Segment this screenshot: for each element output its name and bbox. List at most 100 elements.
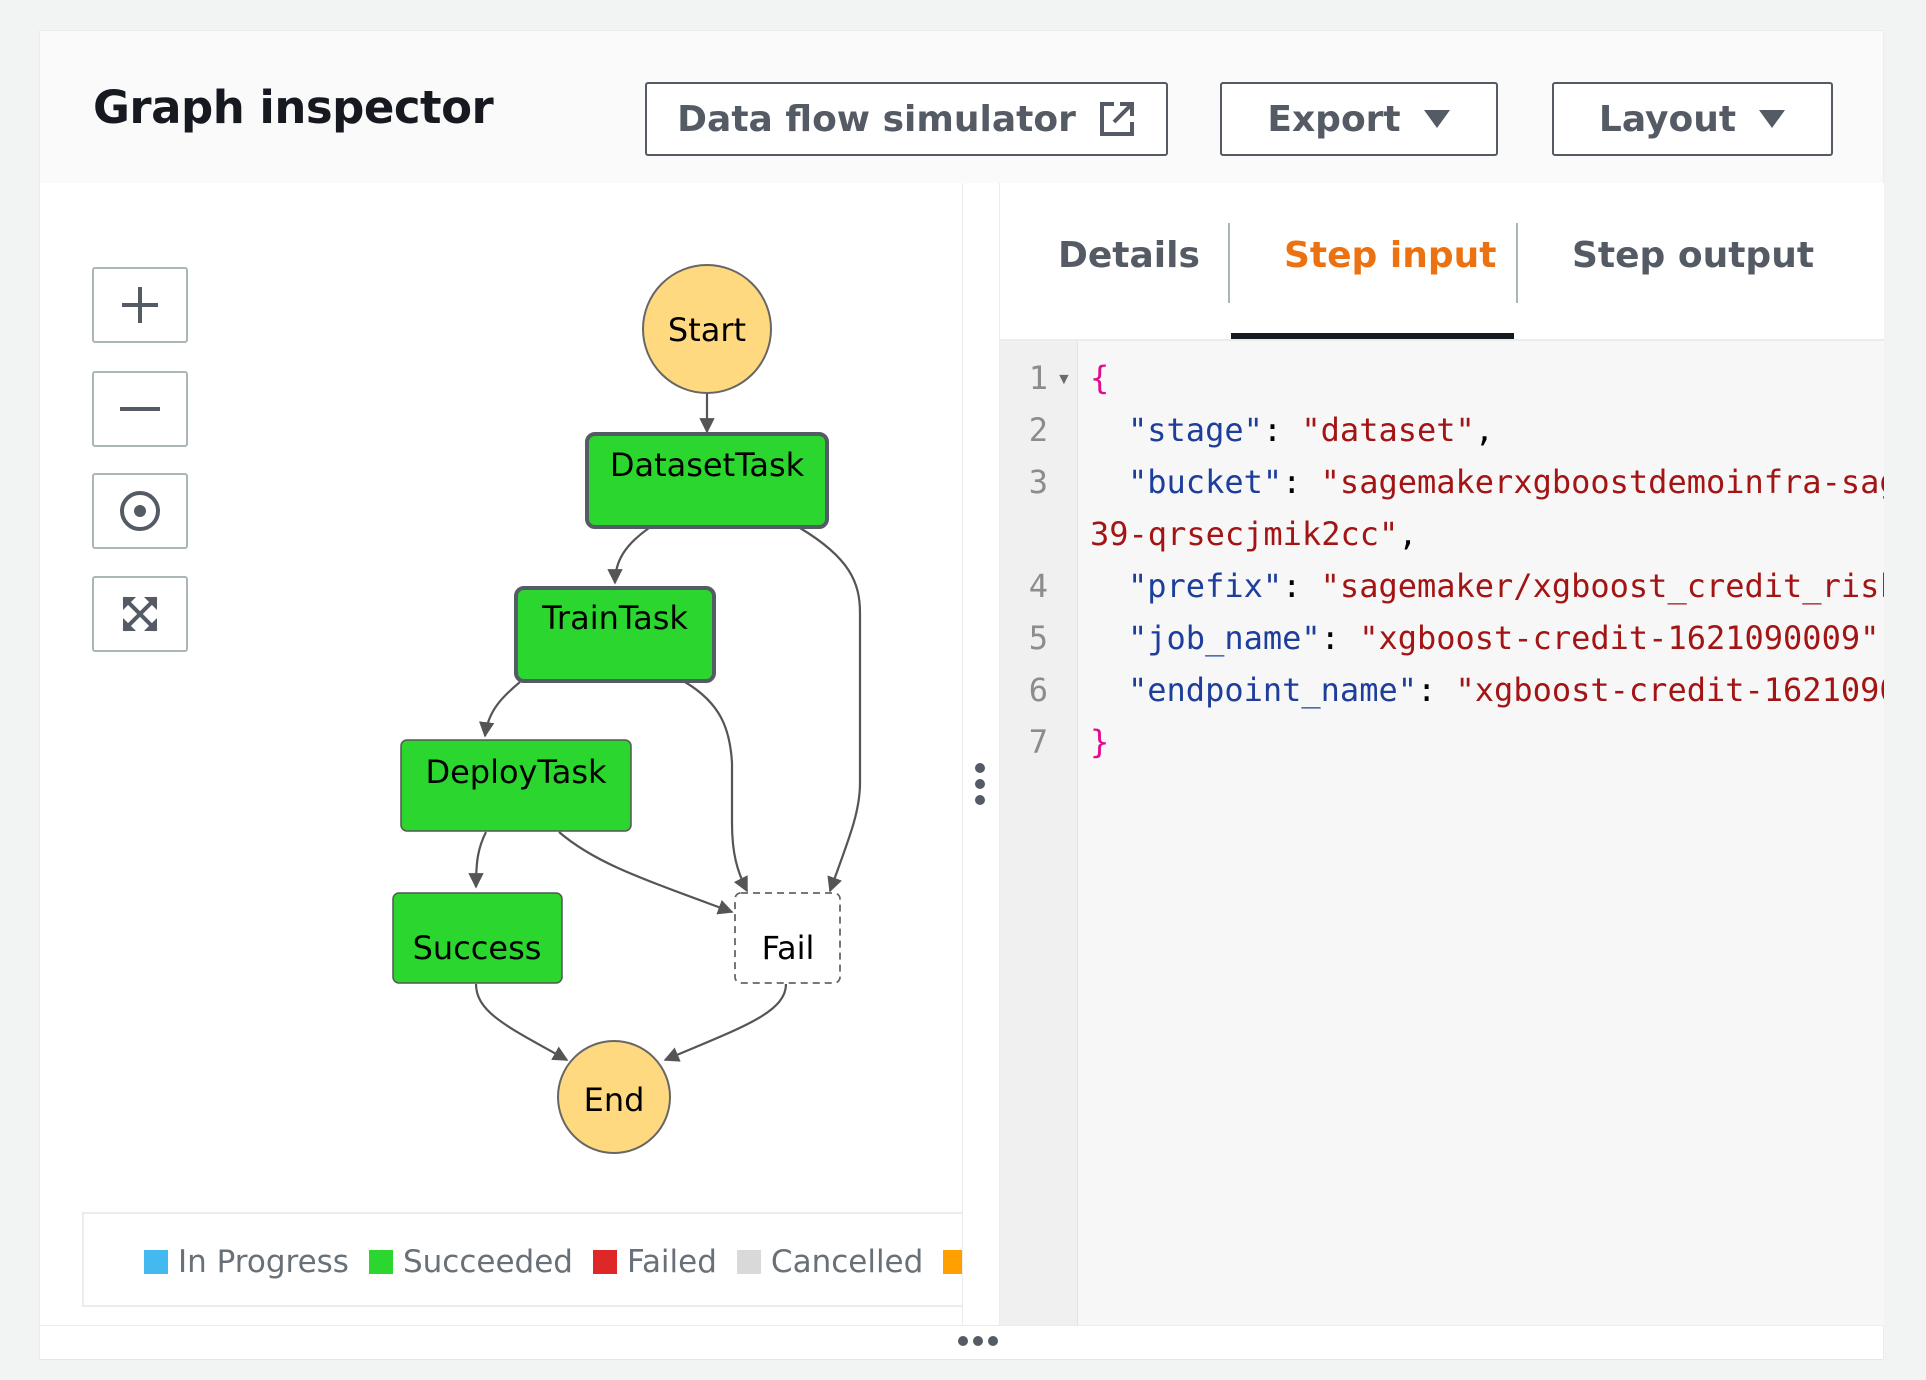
json-value: "sagemaker/xgboost_credit_risk" <box>1320 567 1884 605</box>
panel-header: Graph inspector Data flow simulator Expo… <box>40 31 1883 184</box>
legend-item: Failed <box>592 1244 717 1280</box>
edge-success-end <box>474 983 569 1061</box>
line-number: 6 <box>1028 671 1048 709</box>
export-label: Export <box>1267 98 1401 140</box>
json-key: "prefix" <box>1128 567 1283 605</box>
node-train-task-label: TrainTask <box>541 599 688 637</box>
json-key: "stage" <box>1128 411 1263 449</box>
graph-canvas[interactable]: Start DatasetTask TrainTask DeployTask S… <box>40 183 962 1325</box>
line-number: 2 <box>1028 411 1048 449</box>
legend-item: Succeeded <box>368 1244 573 1280</box>
node-end[interactable]: End <box>557 1040 671 1154</box>
line-number: 4 <box>1028 567 1048 605</box>
legend-item: Cancelled <box>736 1244 924 1280</box>
line-number-gutter: 1 ▼ 2 3 4 5 6 7 <box>1000 341 1078 1325</box>
legend-swatch <box>943 1250 962 1274</box>
tab-details[interactable]: Details <box>1058 235 1200 276</box>
code-line-2: "stage": "dataset", <box>1128 411 1495 449</box>
fold-arrow-icon[interactable]: ▼ <box>1056 371 1072 388</box>
center-graph-button[interactable] <box>92 473 188 549</box>
data-flow-simulator-label: Data flow simulator <box>677 98 1076 140</box>
target-icon <box>120 491 160 531</box>
export-dropdown-button[interactable]: Export <box>1220 82 1498 156</box>
node-success[interactable]: Success <box>392 892 563 984</box>
json-key: "job_name" <box>1128 619 1321 657</box>
zoom-out-button[interactable] <box>92 371 188 447</box>
node-deploy-task-label: DeployTask <box>425 753 607 791</box>
legend-swatch <box>592 1250 617 1274</box>
json-value: "xgboost-credit-1621090009" <box>1359 619 1880 657</box>
code-line-6: "endpoint_name": "xgboost-credit-1621090… <box>1128 671 1884 709</box>
legend-label: Cancelled <box>770 1244 924 1280</box>
legend-swatch <box>736 1250 761 1274</box>
code-line-3-wrap: 39-qrsecjmik2cc", <box>1090 515 1418 553</box>
edge-deploy-fail <box>558 831 734 915</box>
layout-label: Layout <box>1598 98 1737 140</box>
json-value: "dataset" <box>1301 411 1475 449</box>
page-title: Graph inspector <box>93 81 494 134</box>
node-dataset-task[interactable]: DatasetTask <box>585 432 829 529</box>
vertical-splitter[interactable] <box>962 183 1000 1325</box>
node-success-label: Success <box>413 929 542 967</box>
json-value: "sagemakerxgboostdemoinfra-sage <box>1320 463 1884 501</box>
data-flow-simulator-button[interactable]: Data flow simulator <box>645 82 1168 156</box>
node-start-label: Start <box>668 311 746 349</box>
json-key: "bucket" <box>1128 463 1283 501</box>
legend-item: In Progress <box>144 1244 349 1280</box>
edge-deploy-success <box>468 831 487 889</box>
line-number: 5 <box>1028 619 1048 657</box>
node-train-task[interactable]: TrainTask <box>514 586 716 683</box>
step-detail-panel: Details Step input Step output 1 ▼ 2 3 4… <box>1000 183 1884 1325</box>
open-brace: { <box>1090 359 1110 397</box>
line-number: 3 <box>1028 463 1048 501</box>
tab-separator <box>1228 223 1230 303</box>
caret-down-icon <box>1423 110 1450 128</box>
legend-label: Failed <box>626 1244 717 1280</box>
expand-icon <box>122 596 158 632</box>
fit-to-screen-button[interactable] <box>92 576 188 652</box>
legend-label: Succeeded <box>402 1244 573 1280</box>
drag-handle-icon <box>958 1336 998 1346</box>
node-dataset-task-label: DatasetTask <box>610 446 805 484</box>
code-line-4: "prefix": "sagemaker/xgboost_credit_risk… <box>1128 567 1884 605</box>
tab-step-input[interactable]: Step input <box>1284 235 1497 276</box>
state-machine-graph: Start DatasetTask TrainTask DeployTask S… <box>392 264 862 1154</box>
drag-handle-icon <box>975 763 985 811</box>
json-key: "endpoint_name" <box>1128 671 1417 709</box>
node-deploy-task[interactable]: DeployTask <box>400 739 632 832</box>
line-number: 7 <box>1028 723 1048 761</box>
tab-separator <box>1516 223 1518 303</box>
line-number: 1 <box>1028 359 1048 397</box>
legend-label: In Progress <box>178 1244 349 1280</box>
tab-step-output[interactable]: Step output <box>1572 235 1815 276</box>
zoom-in-button[interactable] <box>92 267 188 343</box>
edge-fail-end <box>663 983 788 1062</box>
legend-row: In Progress Succeeded Failed Cancelled Ca <box>144 1244 962 1280</box>
code-line-3: "bucket": "sagemakerxgboostdemoinfra-sag… <box>1128 463 1884 501</box>
node-fail-label: Fail <box>762 929 815 967</box>
plus-icon <box>122 287 158 323</box>
node-end-label: End <box>584 1081 645 1119</box>
edge-train-deploy <box>479 681 521 738</box>
legend-item: Ca <box>943 1244 962 1280</box>
node-fail[interactable]: Fail <box>734 892 841 984</box>
json-value: "xgboost-credit-1621090009" <box>1455 671 1884 709</box>
json-value: 39-qrsecjmik2cc" <box>1090 515 1399 553</box>
legend-swatch <box>368 1250 393 1274</box>
edge-dataset-fail <box>799 527 862 893</box>
status-legend: In Progress Succeeded Failed Cancelled Ca <box>82 1212 962 1307</box>
edge-train-fail <box>684 681 748 893</box>
edge-dataset-train <box>607 527 650 585</box>
layout-dropdown-button[interactable]: Layout <box>1552 82 1833 156</box>
detail-tabs: Details Step input Step output <box>1000 183 1884 341</box>
code-background <box>1000 341 1884 1325</box>
horizontal-splitter[interactable] <box>40 1325 1883 1359</box>
caret-down-icon <box>1759 110 1786 128</box>
json-code-editor[interactable]: 1 ▼ 2 3 4 5 6 7 { "stage": "dataset", "b… <box>1000 341 1884 1325</box>
close-brace: } <box>1090 723 1110 761</box>
minus-icon <box>120 407 160 411</box>
legend-swatch <box>144 1250 168 1274</box>
code-line-1: { <box>1090 359 1109 397</box>
node-start[interactable]: Start <box>642 264 772 394</box>
graph-inspector-panel: Graph inspector Data flow simulator Expo… <box>39 30 1884 1359</box>
